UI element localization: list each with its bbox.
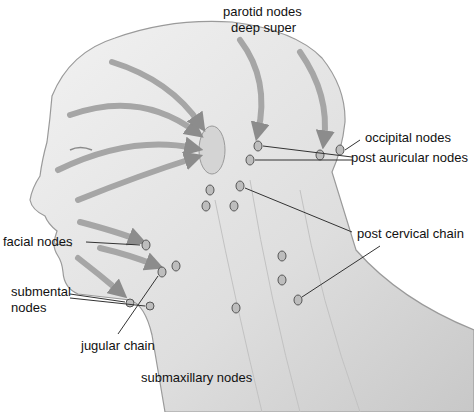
leader-line xyxy=(302,246,380,297)
lymph-node xyxy=(336,145,344,155)
lymph-node xyxy=(236,181,244,191)
lymph-node xyxy=(254,141,262,151)
lymph-node xyxy=(316,150,324,160)
leader-line xyxy=(118,276,158,334)
node-label: post cervical chain xyxy=(356,226,465,242)
lymph-node xyxy=(230,201,238,211)
ear xyxy=(199,126,225,174)
node-label: jugular chain xyxy=(80,338,156,354)
lymph-node xyxy=(142,240,150,250)
leader-line xyxy=(86,242,140,245)
node-label: post auricular nodes xyxy=(350,150,469,166)
node-label: submaxillary nodes xyxy=(140,370,253,386)
lymph-node xyxy=(158,267,166,277)
lymph-node xyxy=(126,299,134,307)
node-label: deep super xyxy=(230,20,297,36)
neck-muscle xyxy=(250,180,300,412)
lymph-node xyxy=(278,251,286,261)
node-label: occipital nodes xyxy=(364,130,452,146)
drainage-arrow xyxy=(240,40,261,132)
leader-line xyxy=(263,146,352,157)
lymph-node xyxy=(206,185,214,195)
node-label: parotid nodes xyxy=(222,4,303,20)
head-outline xyxy=(30,21,474,412)
drainage-arrow xyxy=(100,248,155,265)
lymph-node xyxy=(246,155,254,165)
drainage-arrow xyxy=(80,222,138,240)
lymph-node xyxy=(232,303,240,313)
drainage-arrow xyxy=(112,62,200,124)
leader-line xyxy=(245,188,352,232)
lymph-node xyxy=(146,302,154,310)
drainage-arrow xyxy=(78,158,194,200)
lymph-node xyxy=(172,261,180,271)
node-label: submental nodes xyxy=(10,284,74,316)
drainage-arrow xyxy=(70,106,196,132)
drainage-arrow xyxy=(78,258,120,292)
drainage-arrow xyxy=(300,52,325,140)
lymph-node xyxy=(278,275,286,285)
node-label: facial nodes xyxy=(2,234,73,250)
lymph-node xyxy=(294,295,302,305)
eye xyxy=(70,148,92,151)
leader-line xyxy=(70,298,145,306)
leader-line xyxy=(255,160,352,161)
lymph-node xyxy=(202,201,210,211)
leader-line xyxy=(345,140,360,150)
